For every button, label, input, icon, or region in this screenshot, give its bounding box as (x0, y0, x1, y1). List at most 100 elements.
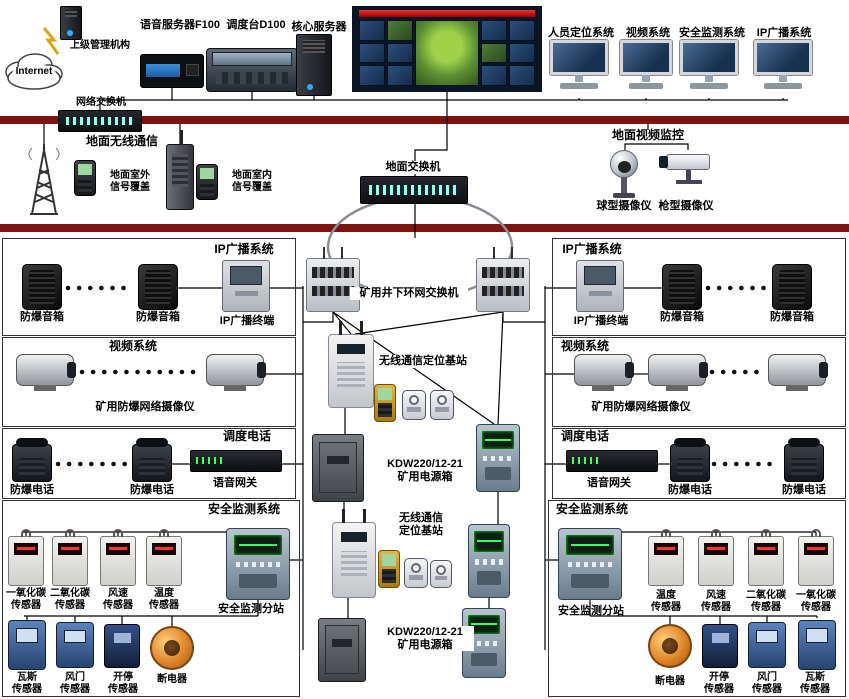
ip-terminal-label: IP广播终端 (219, 315, 275, 327)
internet-cloud-icon (2, 50, 66, 92)
monitoring-substation-device (476, 424, 520, 492)
management-label: 上级管理机构 (70, 40, 130, 51)
indoor-coverage-label: 地面室内 信号覆盖 (232, 170, 272, 193)
explosion-proof-phone (784, 438, 824, 482)
dispatch-console-label: 调度台D100 (226, 19, 286, 31)
power-box-label: KDW220/12-21 矿用电源箱 (376, 458, 474, 484)
mine-phone-icon (374, 384, 396, 422)
substation-label: 安全监测分站 (218, 603, 284, 615)
left-video-section (2, 337, 296, 427)
phone-label: 防爆电话 (130, 484, 174, 496)
antenna-tower-icon (22, 144, 66, 216)
co-sensor-label: 一氧化碳 传感器 (6, 588, 46, 611)
right-video-section (552, 337, 846, 427)
explosion-proof-phone (670, 438, 710, 482)
mine-power-box (312, 434, 364, 502)
signal-repeater-device (166, 130, 194, 210)
video-system-monitor (620, 40, 672, 98)
phone-label: 防爆电话 (10, 484, 54, 496)
explosion-proof-phone (12, 438, 52, 482)
phone-label: 防爆电话 (668, 484, 712, 496)
run-stop-sensor (104, 624, 140, 668)
run-stop-sensor (702, 624, 738, 668)
left-safety-title: 安全监测系统 (207, 502, 280, 516)
safety-monitoring-substation (226, 528, 290, 600)
core-server-device (296, 34, 332, 96)
ip-terminal-label: IP广播终端 (573, 315, 629, 327)
right-ip-broadcast-section (552, 238, 846, 336)
speaker-label: 防爆音箱 (660, 311, 704, 323)
explosion-proof-speaker (772, 264, 812, 310)
gas-sensor (798, 620, 836, 670)
dome-camera (600, 150, 648, 200)
co-sensor (798, 529, 834, 586)
outdoor-phone-icon (74, 160, 96, 196)
outdoor-coverage-label: 地面室外 信号覆盖 (110, 170, 150, 193)
voice-server-device (140, 54, 204, 88)
internet-label: Internet (15, 66, 53, 77)
left-ip-broadcast-section (2, 238, 296, 336)
gun-camera-label: 枪型摄像仪 (658, 200, 714, 212)
speaker-label: 防爆音箱 (770, 311, 814, 323)
positioning-tag (430, 390, 454, 420)
dome-camera-label: 球型摄像仪 (596, 200, 652, 212)
air-door-sensor (748, 622, 786, 668)
ring-network-label: 矿用井下环网交换机 (350, 287, 468, 300)
explosion-proof-speaker (138, 264, 178, 310)
positioning-tag (430, 560, 452, 588)
temperature-sensor (648, 529, 684, 586)
co-sensor-label: 一氧化碳 传感器 (796, 590, 836, 613)
wind-speed-sensor-label: 风速 传感器 (103, 588, 133, 611)
substation-label: 安全监测分站 (558, 605, 624, 617)
red-bar-top (0, 116, 849, 124)
mine-network-camera (16, 354, 76, 391)
co2-sensor-label: 二氧化碳 传感器 (50, 588, 90, 611)
mine-network-camera (768, 354, 828, 391)
run-stop-sensor-label: 开停 传感器 (108, 672, 138, 695)
co-sensor (8, 529, 44, 586)
power-box-label: KDW220/12-21 矿用电源箱 (376, 626, 474, 652)
voice-gateway-label: 语音网关 (213, 477, 257, 489)
safety-system-monitor (680, 40, 738, 98)
left-safety-section (2, 500, 300, 697)
base-station-label: 无线通信定位基站 (374, 355, 472, 368)
air-door-sensor-label: 风门 传感器 (752, 672, 782, 695)
wireless-base-station (328, 321, 374, 408)
safety-system-label: 安全监测系统 (679, 27, 745, 39)
explosion-proof-phone (132, 438, 172, 482)
gas-sensor-label: 瓦斯 传感器 (12, 672, 42, 695)
right-ip-title: IP广播系统 (562, 242, 622, 256)
mine-phone-icon (378, 550, 400, 588)
gas-sensor (8, 620, 46, 670)
ip-broadcast-system-label: IP广播系统 (756, 27, 812, 39)
power-breaker (150, 626, 194, 670)
video-system-label: 视频系统 (626, 27, 670, 39)
mine-network-camera (574, 354, 634, 391)
air-door-sensor (56, 622, 94, 668)
safety-monitoring-substation (558, 528, 622, 600)
right-camera-label: 矿用防爆网络摄像仪 (591, 401, 691, 413)
left-camera-label: 矿用防爆网络摄像仪 (95, 401, 195, 413)
gas-sensor-label: 瓦斯 传感器 (800, 672, 830, 695)
air-door-sensor-label: 风门 传感器 (60, 672, 90, 695)
speaker-label: 防爆音箱 (20, 311, 64, 323)
temperature-sensor (146, 529, 182, 586)
voice-gateway-label: 语音网关 (587, 477, 631, 489)
run-stop-sensor-label: 开停 传感器 (704, 672, 734, 695)
right-safety-section (548, 500, 846, 697)
ground-video-label: 地面视频监控 (611, 128, 684, 142)
voice-server-label: 语音服务器F100 (139, 19, 221, 31)
wireless-base-station (332, 509, 376, 598)
left-ip-title: IP广播系统 (214, 242, 274, 256)
ring-switch-left (306, 247, 360, 312)
power-breaker (648, 624, 692, 668)
mine-network-camera (206, 354, 266, 391)
ground-switch-label: 地面交换机 (378, 161, 448, 174)
ip-broadcast-monitor (754, 40, 812, 98)
mine-power-box (318, 618, 366, 682)
power-breaker-label: 断电器 (655, 676, 685, 687)
right-phone-section (552, 428, 846, 499)
network-switch-device (58, 110, 142, 132)
co2-sensor (52, 529, 88, 586)
wind-speed-sensor (698, 529, 734, 586)
